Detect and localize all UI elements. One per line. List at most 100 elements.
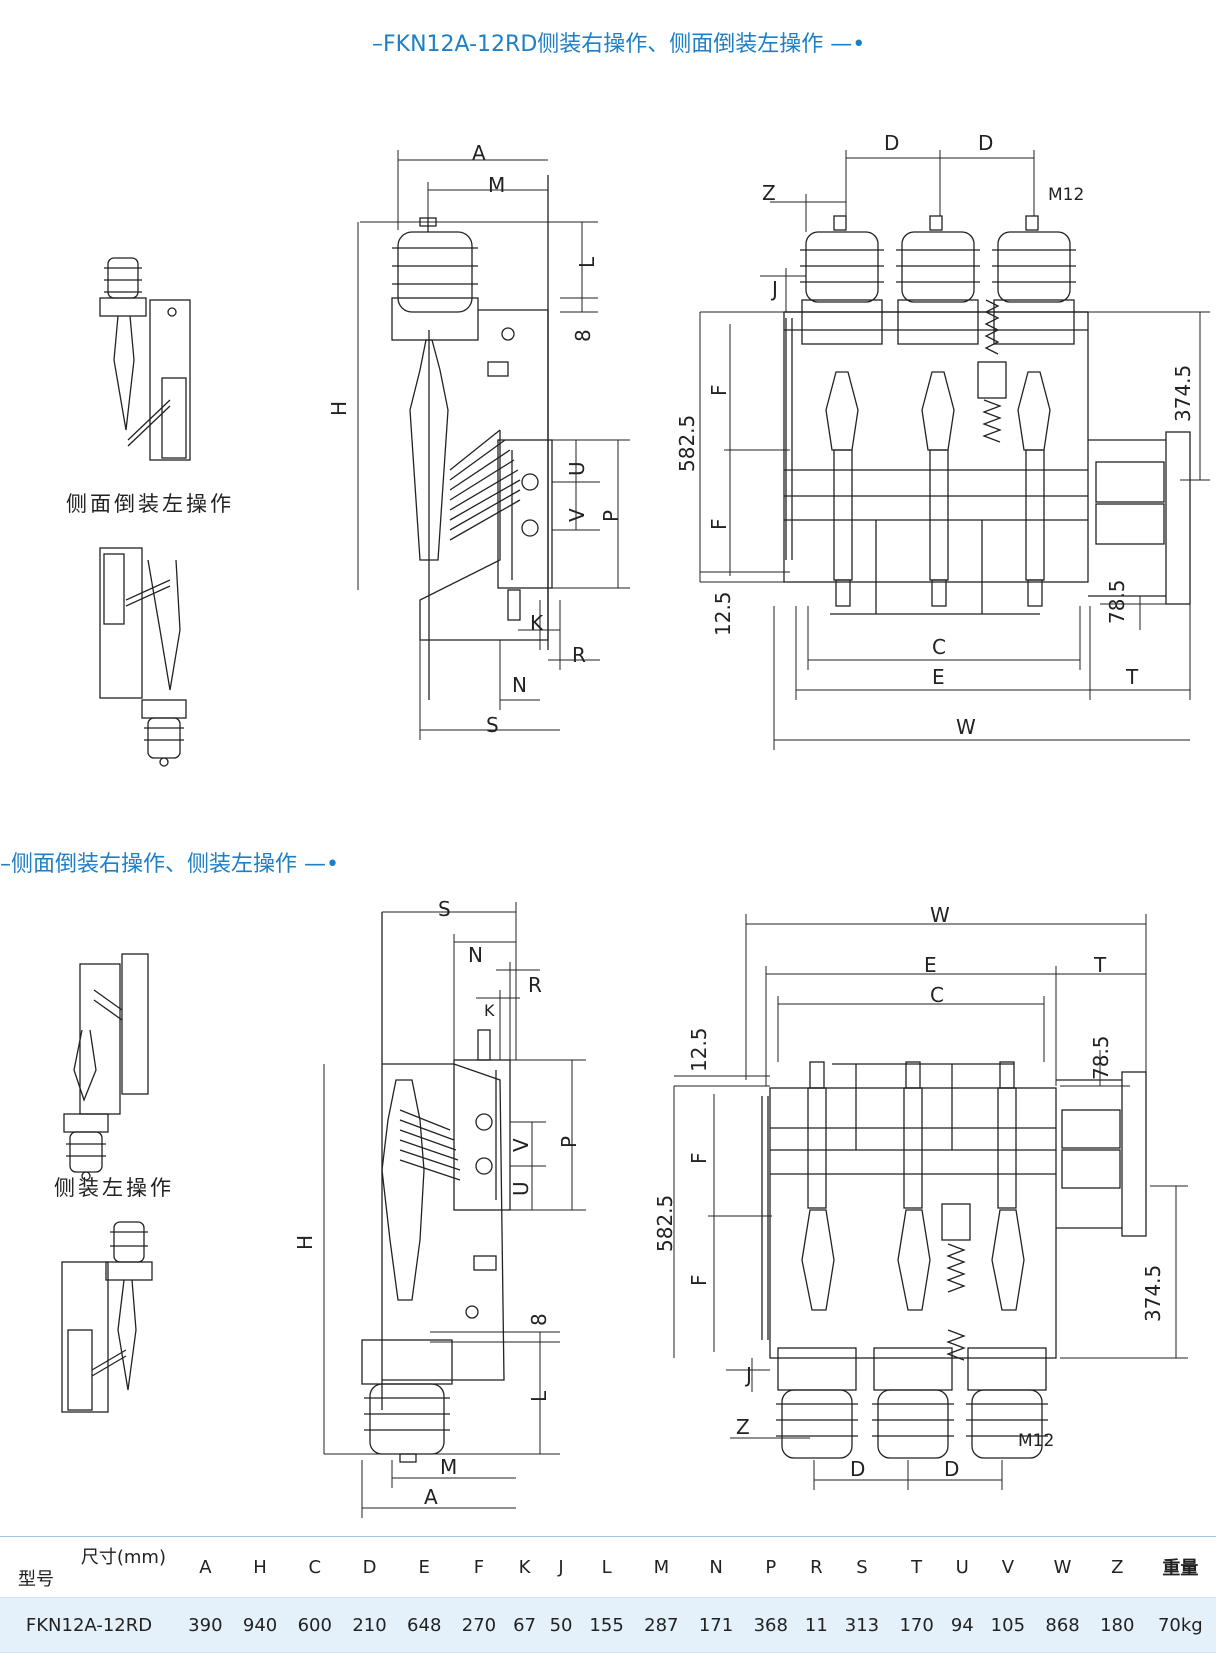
dim-label: R (528, 973, 542, 997)
dim-label: L (527, 1390, 551, 1402)
dim-label: E (924, 953, 937, 977)
column-header: D (342, 1536, 397, 1598)
side-dimensions-1 (357, 150, 630, 740)
dim-label: C (930, 983, 944, 1007)
dim-label: V (509, 1138, 533, 1152)
dimension-labels-2: S N R K P V U H 8 L M A W E T C 12.5 78.… (293, 897, 1165, 1509)
dim-label: C (932, 635, 946, 659)
dim-label: F (707, 518, 731, 530)
dim-label: 374.5 (1141, 1265, 1165, 1322)
table-cell: 94 (944, 1597, 981, 1653)
thumbnail-caption-2: 侧装左操作 (54, 1176, 174, 1200)
table-cell: 868 (1035, 1597, 1090, 1653)
dim-label: M12 (1018, 1431, 1054, 1451)
column-header: J (542, 1536, 580, 1598)
dim-label: M (488, 173, 505, 197)
dim-label: 582.5 (653, 1195, 677, 1252)
table-cell: 210 (342, 1597, 397, 1653)
table-cell: 313 (834, 1597, 890, 1653)
dim-label: H (327, 401, 351, 416)
dim-label: K (484, 1001, 495, 1020)
dim-label: 78.5 (1105, 579, 1129, 624)
dim-label: A (424, 1485, 438, 1509)
thumbnail-caption-1: 侧面倒装左操作 (66, 492, 234, 516)
dim-label: S (438, 897, 451, 921)
column-header: K (506, 1536, 543, 1598)
table-cell: 171 (688, 1597, 744, 1653)
column-header: P (743, 1536, 799, 1598)
dim-label: T (1125, 665, 1139, 689)
dim-label: M (440, 1455, 457, 1479)
column-header: A (178, 1536, 233, 1598)
column-header: M (633, 1536, 689, 1598)
dimension-labels-1: A M H L 8 U V P K N R S D D Z M12 J F F … (327, 131, 1195, 739)
dim-label: W (956, 715, 976, 739)
table-cell: 170 (889, 1597, 945, 1653)
technical-drawings: A M H L 8 U V P K N R S D D Z M12 J F F … (61, 131, 1210, 1518)
thumbnail-1a (99, 257, 191, 461)
section-title-2: –侧面倒装右操作、侧装左操作 —• (0, 852, 339, 877)
table-cell: 70kg (1144, 1597, 1216, 1653)
table-cell: 600 (287, 1597, 343, 1653)
column-header-weight: 重量 (1144, 1536, 1216, 1598)
dim-label: V (565, 508, 589, 522)
table-cell: 648 (396, 1597, 452, 1653)
dim-label: 12.5 (711, 591, 735, 636)
dim-label: 12.5 (687, 1027, 711, 1072)
dim-label: U (565, 461, 589, 476)
side-view-1 (391, 175, 553, 700)
column-header: H (232, 1536, 288, 1598)
dim-label: 78.5 (1089, 1035, 1113, 1080)
thumbnail-1b (99, 547, 187, 767)
column-header: U (944, 1536, 981, 1598)
dim-label: U (509, 1181, 533, 1196)
dim-label: W (930, 903, 950, 927)
dim-label: E (932, 665, 945, 689)
dim-label: P (599, 510, 623, 522)
side-view-2 (361, 912, 511, 1463)
dim-label: M12 (1048, 185, 1084, 205)
table-cell: 11 (798, 1597, 835, 1653)
table-cell: 390 (178, 1597, 233, 1653)
side-dimensions-2 (323, 902, 586, 1518)
dim-label: H (293, 1235, 317, 1250)
spec-table: 尺寸(mm) 型号 A H C D E F K J L M N P R S T … (0, 1536, 1216, 1653)
table-cell: 270 (451, 1597, 507, 1653)
dim-label: K (530, 611, 544, 635)
dim-label: P (557, 1136, 581, 1148)
dim-label: S (486, 713, 499, 737)
column-header: F (451, 1536, 507, 1598)
table-cell: 105 (980, 1597, 1036, 1653)
section-title-1: – FKN12A-12RD侧装右操作、侧面倒装左操作 —• (372, 32, 866, 57)
model-cell: FKN12A-12RD (0, 1597, 178, 1653)
column-header: N (688, 1536, 744, 1598)
column-header: C (287, 1536, 343, 1598)
column-header: L (579, 1536, 634, 1598)
front-view-1 (783, 215, 1191, 615)
table-cell: 940 (232, 1597, 288, 1653)
dim-label: F (707, 384, 731, 396)
table-cell: 67 (506, 1597, 543, 1653)
dim-label: N (468, 943, 483, 967)
dim-label: T (1093, 953, 1107, 977)
dim-label: A (472, 141, 486, 165)
column-header: T (889, 1536, 945, 1598)
front-dimensions-1 (699, 150, 1210, 750)
dim-label: F (687, 1274, 711, 1286)
table-corner-cell: 尺寸(mm) 型号 (0, 1536, 178, 1598)
dim-label: 582.5 (675, 415, 699, 472)
dim-label: J (770, 277, 778, 301)
table-row: FKN12A-12RD 390 940 600 210 648 270 67 5… (0, 1597, 1216, 1653)
table-header-row: 尺寸(mm) 型号 A H C D E F K J L M N P R S T … (0, 1536, 1216, 1598)
column-header: S (834, 1536, 890, 1598)
column-header: Z (1089, 1536, 1145, 1598)
column-header: E (396, 1536, 452, 1598)
dim-label: F (687, 1152, 711, 1164)
column-header: V (980, 1536, 1036, 1598)
column-header: W (1035, 1536, 1090, 1598)
table-cell: 50 (542, 1597, 580, 1653)
dim-label: D (884, 131, 899, 155)
front-view-2 (761, 1061, 1147, 1459)
dim-label: 8 (571, 329, 595, 342)
table-cell: 155 (579, 1597, 634, 1653)
